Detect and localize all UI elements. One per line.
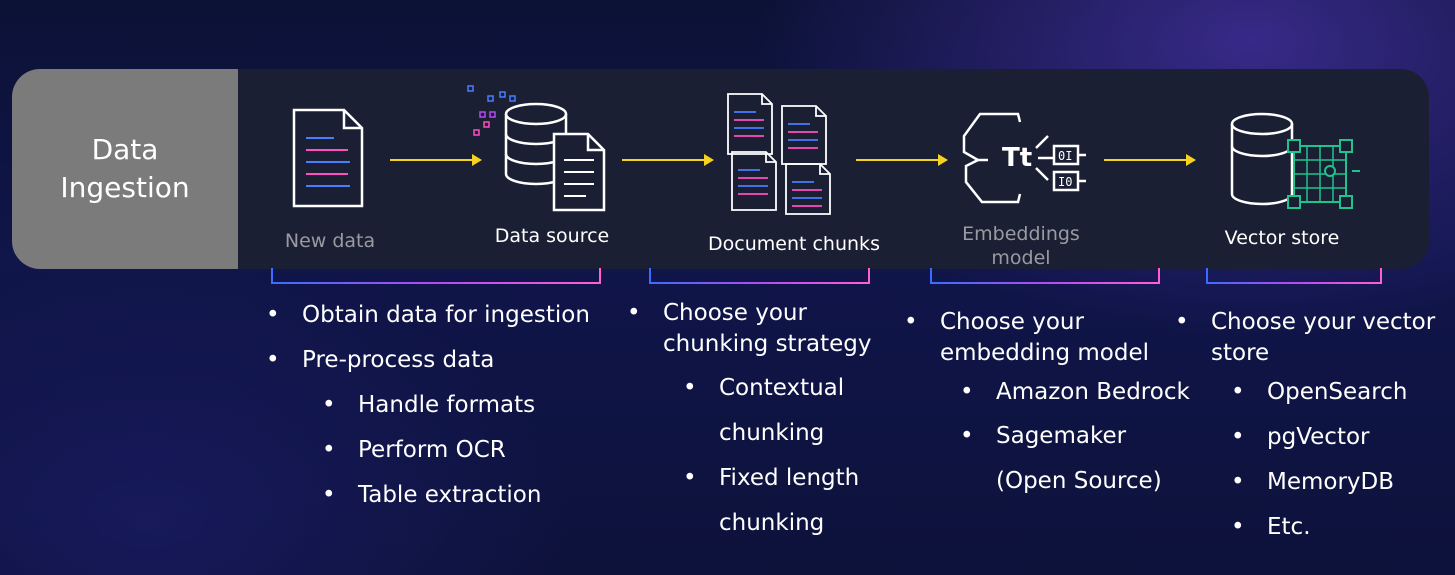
svg-text:0I: 0I xyxy=(1058,149,1072,163)
column-bracket xyxy=(1206,268,1382,284)
sub-bullet-item: MemoryDB xyxy=(1175,467,1445,498)
stage-label-document-chunks: Document chunks xyxy=(708,233,880,255)
database-document-icon xyxy=(467,85,606,212)
svg-text:Tt: Tt xyxy=(1002,143,1032,173)
detail-column-chunks: Choose your chunking strategy Contextual… xyxy=(627,298,877,546)
flow-arrow xyxy=(622,154,714,166)
document-icon xyxy=(292,108,364,208)
svg-text:I0: I0 xyxy=(1058,175,1072,189)
column-bracket xyxy=(649,268,870,284)
vector-store-icon xyxy=(1230,112,1360,209)
sub-bullet-item: Amazon Bedrock xyxy=(904,377,1194,408)
bullet-item: Choose your vector store xyxy=(1175,307,1445,369)
sub-bullet-item: Fixed length chunking xyxy=(627,456,877,546)
flow-arrow xyxy=(1104,154,1196,166)
bullet-item: Choose your chunking strategy xyxy=(627,298,877,360)
stage-label-new-data: New data xyxy=(284,230,376,252)
column-bracket xyxy=(271,268,601,284)
bullet-item: Obtain data for ingestion xyxy=(266,300,606,331)
detail-column-data-source: Obtain data for ingestion Pre-process da… xyxy=(266,300,606,525)
section-label-block: Data Ingestion xyxy=(12,69,238,269)
embeddings-model-icon: Tt 0I I0 xyxy=(962,112,1086,204)
stage-label-vector-store: Vector store xyxy=(1224,227,1340,249)
flow-arrow xyxy=(390,154,482,166)
ingestion-pipeline-panel: Data Ingestion xyxy=(12,69,1429,269)
bullet-item: Choose your embedding model xyxy=(904,307,1194,369)
sub-bullet-item: Etc. xyxy=(1175,512,1445,543)
column-bracket xyxy=(930,268,1160,284)
sub-bullet-item: OpenSearch xyxy=(1175,377,1445,408)
sub-bullet-item: Handle formats xyxy=(266,390,606,421)
sub-bullet-item: Sagemaker (Open Source) xyxy=(904,414,1194,504)
bullet-item: Pre-process data xyxy=(266,345,606,376)
stage-label-embeddings-model: Embeddings model xyxy=(962,223,1080,269)
flow-arrow xyxy=(856,154,948,166)
sub-bullet-item: Table extraction xyxy=(266,480,606,511)
section-label: Data Ingestion xyxy=(60,133,190,204)
sub-bullet-item: Contextual chunking xyxy=(627,366,877,456)
sub-bullet-item: pgVector xyxy=(1175,422,1445,453)
detail-column-embeddings: Choose your embedding model Amazon Bedro… xyxy=(904,307,1194,518)
document-chunks-icon xyxy=(727,93,831,215)
detail-column-vector-store: Choose your vector store OpenSearch pgVe… xyxy=(1175,307,1445,557)
sub-bullet-item: Perform OCR xyxy=(266,435,606,466)
stage-label-data-source: Data source xyxy=(494,225,610,247)
